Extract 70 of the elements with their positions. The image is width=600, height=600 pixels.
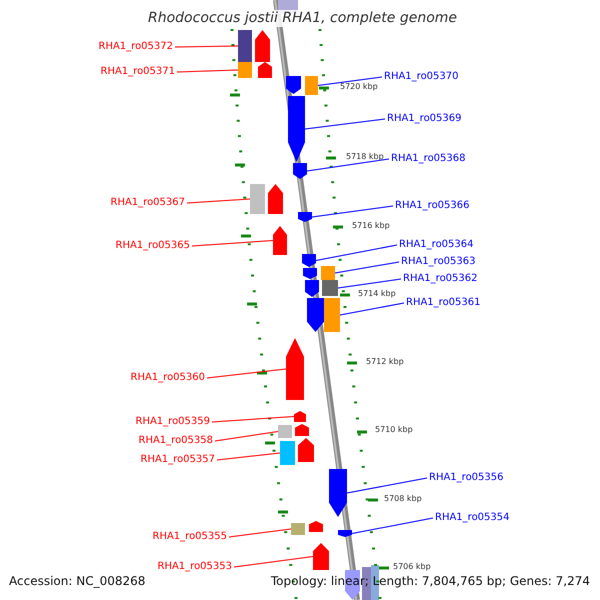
- gene-block: [324, 298, 340, 332]
- gene-block: [302, 254, 316, 267]
- leader-line: [306, 158, 390, 172]
- leader-line: [212, 416, 294, 422]
- gene-label: RHA1_ro05355: [152, 531, 227, 543]
- gene-label: RHA1_ro05362: [403, 273, 478, 285]
- gene-label: RHA1_ro05370: [384, 71, 458, 83]
- gene-block: [250, 184, 265, 214]
- scale-label: 5708 kbp: [384, 493, 422, 505]
- gene-label: RHA1_ro05358: [138, 435, 213, 447]
- leader-line: [316, 244, 398, 261]
- leader-line: [176, 70, 238, 72]
- gene-label: RHA1_ro05367: [110, 197, 185, 209]
- gene-label: RHA1_ro05371: [100, 66, 175, 78]
- gene-block: [322, 280, 338, 296]
- title: Rhodococcus jostii RHA1, complete genome: [148, 10, 458, 27]
- gene-label: RHA1_ro05372: [98, 41, 173, 53]
- gene-label: RHA1_ro05359: [136, 416, 210, 428]
- scale-label: 5718 kbp: [346, 151, 384, 163]
- leader-line: [318, 76, 382, 86]
- gene-label: RHA1_ro05363: [401, 256, 476, 268]
- gene-block: [238, 62, 252, 78]
- leader-line: [228, 528, 292, 538]
- gene-block: [280, 441, 295, 465]
- accession-text: Accession: NC_008268: [9, 575, 146, 587]
- leader-line: [234, 556, 314, 568]
- summary-text: Topology: linear; Length: 7,804,765 bp; Genes: 7,274: [270, 575, 590, 587]
- leader-line: [186, 198, 250, 204]
- gene-block: [305, 76, 318, 95]
- gene-block: [273, 226, 287, 255]
- leader-line: [334, 262, 400, 274]
- scale-label: 5710 kbp: [375, 424, 413, 436]
- gene-block: [291, 523, 305, 535]
- gene-label: RHA1_ro05364: [399, 239, 474, 251]
- leader-line: [346, 478, 428, 494]
- leader-line: [312, 206, 394, 218]
- gene-block: [313, 543, 329, 570]
- leader-line: [340, 302, 404, 316]
- gene-label: RHA1_ro05369: [387, 113, 462, 125]
- leader-line: [206, 368, 286, 378]
- leader-line: [352, 518, 434, 534]
- gene-label: RHA1_ro05365: [116, 240, 190, 252]
- leader-line: [216, 452, 280, 460]
- scale-label: 5712 kbp: [366, 356, 404, 368]
- gene-block: [293, 163, 307, 179]
- leader-line: [174, 46, 238, 48]
- gene-label: RHA1_ro05368: [391, 153, 466, 165]
- scale-label: 5716 kbp: [352, 220, 390, 232]
- gene-label: RHA1_ro05366: [395, 200, 470, 212]
- scale-label: 5720 kbp: [340, 81, 378, 93]
- gene-block: [298, 212, 312, 222]
- gene-block: [338, 530, 352, 537]
- gene-label: RHA1_ro05354: [435, 512, 510, 524]
- gene-block: [278, 425, 292, 438]
- leader-line: [338, 278, 402, 288]
- gene-block: [238, 30, 252, 62]
- gene-label: RHA1_ro05353: [158, 561, 232, 573]
- gene-label: RHA1_ro05360: [130, 372, 205, 384]
- gene-block: [286, 338, 304, 400]
- gene-label: RHA1_ro05356: [429, 472, 504, 484]
- gene-block: [329, 469, 347, 517]
- gene-label: RHA1_ro05357: [140, 454, 215, 466]
- gene-block: [321, 266, 335, 280]
- scale-label: 5706 kbp: [393, 561, 431, 573]
- scale-label: 5714 kbp: [358, 288, 396, 300]
- leader-line: [192, 240, 274, 246]
- leader-line: [214, 431, 278, 442]
- gene-label: RHA1_ro05361: [406, 297, 480, 309]
- gene-block: [294, 411, 306, 422]
- leader-line: [304, 118, 386, 130]
